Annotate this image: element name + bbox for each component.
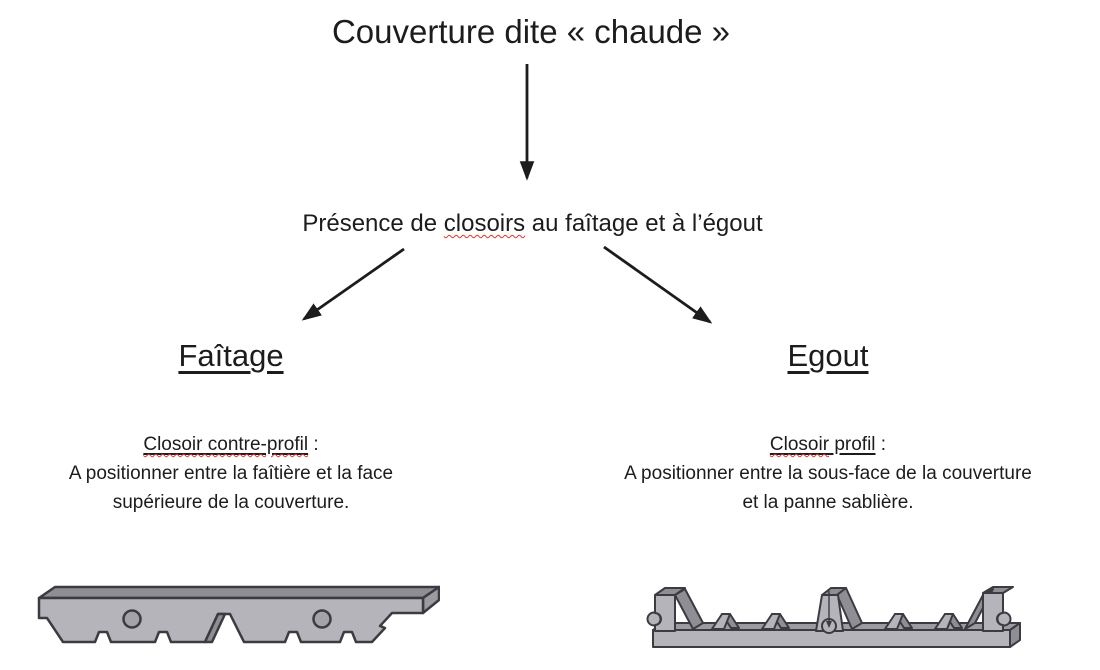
faitage-label-line: Closoir contre-profil : — [16, 430, 446, 459]
profil-right-post — [964, 586, 1014, 632]
faitage-label-suffix: : — [308, 434, 319, 455]
faitage-heading: Faîtage — [81, 337, 381, 375]
page-title: Couverture dite « chaude » — [331, 13, 731, 50]
contre-profil-front-face — [37, 596, 425, 644]
contre-profil-hole-left — [122, 609, 142, 629]
contre-profil-hole-right — [312, 609, 332, 629]
egout-description: Closoir profil : A positionner entre la … — [608, 430, 1048, 517]
closoir-profil-illustration — [646, 586, 1021, 648]
subtitle-post: au faîtage et à l’égout — [525, 210, 763, 237]
egout-label-rest: profil — [829, 434, 876, 455]
profil-left-post — [646, 587, 704, 632]
contre-profil-gap-shade — [203, 612, 227, 644]
faitage-desc-line1: A positionner entre la faîtière et la fa… — [68, 463, 394, 484]
faitage-description: Closoir contre-profil : A positionner en… — [16, 430, 446, 517]
egout-heading-text: Egout — [787, 338, 869, 373]
egout-desc-line2: et la panne sablière. — [742, 492, 914, 513]
arrow-to-faitage-icon — [301, 247, 405, 321]
faitage-desc-line2: supérieure de la couverture. — [112, 492, 350, 513]
egout-label-suffix: : — [875, 434, 887, 455]
contre-profil-top-face — [37, 585, 440, 600]
subtitle-sentence: Présence de closoirs au faîtage et à l’é… — [0, 209, 1065, 239]
profil-center-tower — [815, 587, 863, 634]
arrow-to-egout-icon — [603, 245, 713, 324]
subtitle-flagged-word: closoirs — [443, 210, 526, 237]
faitage-heading-text: Faîtage — [178, 338, 284, 373]
egout-label-line: Closoir profil : — [608, 430, 1048, 459]
profil-ridges — [711, 613, 963, 630]
subtitle-pre: Présence de — [302, 210, 444, 237]
egout-heading: Egout — [678, 337, 978, 375]
profil-fastener-arrow — [826, 621, 832, 628]
faitage-label: Closoir contre-profil — [143, 434, 309, 455]
egout-desc-line1: A positionner entre la sous-face de la c… — [624, 463, 1032, 484]
closoir-contre-profil-illustration — [37, 585, 440, 644]
egout-label-flagged: Closoir — [769, 434, 830, 455]
